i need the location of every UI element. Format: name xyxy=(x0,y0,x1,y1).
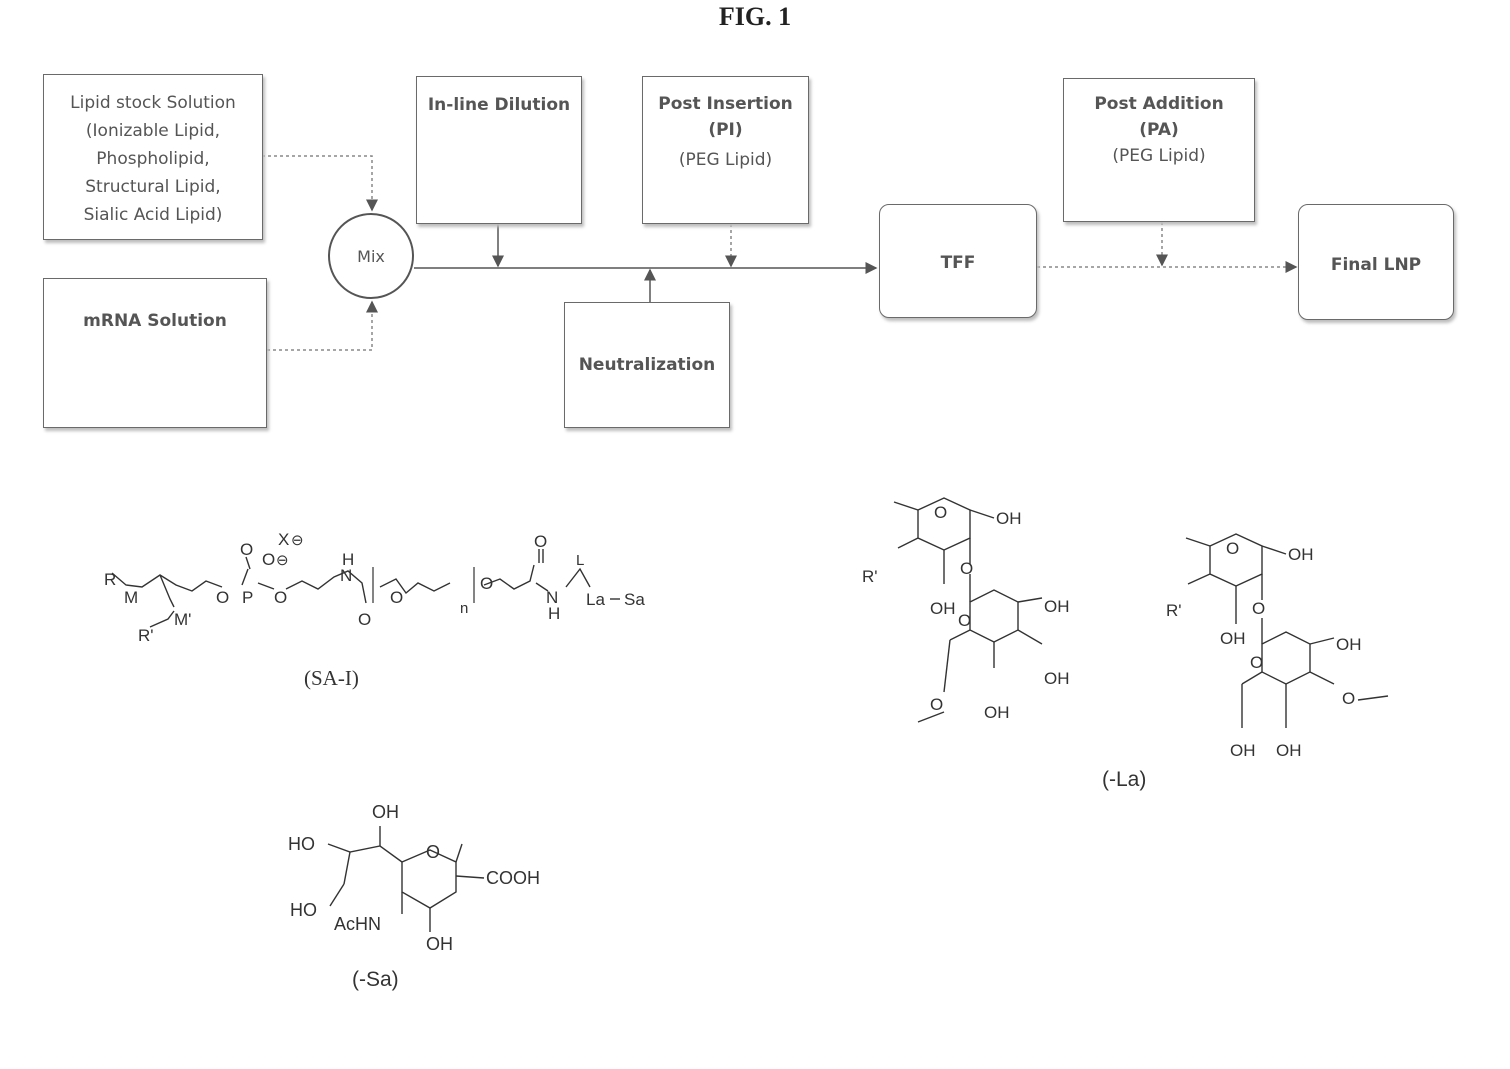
final-lnp-box: Final LNP xyxy=(1298,204,1454,320)
la-atom-oh: OH xyxy=(984,703,1010,722)
mix-label: Mix xyxy=(357,247,385,266)
tff-label: TFF xyxy=(880,249,1036,277)
sa1-atom-o: O xyxy=(480,574,493,593)
final-lnp-label: Final LNP xyxy=(1299,251,1453,279)
inline-dilution-box: In-line Dilution xyxy=(416,76,582,224)
la-atom-o: O xyxy=(960,559,973,578)
sa1-atom-o: O xyxy=(216,588,229,607)
la-atom-oh: OH xyxy=(1044,669,1070,688)
mrna-solution-label: mRNA Solution xyxy=(44,307,266,335)
sa-caption: (-Sa) xyxy=(352,968,399,992)
la-atom-oh: OH xyxy=(1044,597,1070,616)
sa1-structure: R M M' R' O P O O ⊖ X ⊖ O H N O O n O O … xyxy=(90,525,670,645)
post-addition-line: (PEG Lipid) xyxy=(1064,143,1254,169)
la-atom-o: O xyxy=(930,695,943,714)
sa1-atom-r: R xyxy=(104,570,116,589)
lipid-stock-line: Lipid stock Solution xyxy=(44,89,262,117)
sa-structure: OH HO O COOH HO AcHN OH xyxy=(280,796,580,966)
sa1-atom-o: O xyxy=(534,532,547,551)
post-insertion-line: Post Insertion xyxy=(643,91,808,117)
la-atom-o: O xyxy=(1250,653,1263,672)
la-caption: (-La) xyxy=(1102,768,1146,792)
post-insertion-line: (PEG Lipid) xyxy=(643,147,808,173)
post-addition-line: (PA) xyxy=(1064,117,1254,143)
la-atom-r-prime: R' xyxy=(862,567,878,586)
sa-atom-ho: HO xyxy=(290,900,317,920)
sa1-atom-sa: Sa xyxy=(624,590,645,609)
post-insertion-line: (PI) xyxy=(643,117,808,143)
neutralization-label: Neutralization xyxy=(565,351,729,379)
sa1-charge-minus: ⊖ xyxy=(291,532,304,549)
sa-atom-achn: AcHN xyxy=(334,914,381,934)
sa1-atom-n: N xyxy=(340,566,352,585)
la-atom-oh: OH xyxy=(930,599,956,618)
sa1-caption: (SA-I) xyxy=(304,666,359,691)
lipid-stock-line: Phospholipid, xyxy=(44,145,262,173)
la-atom-oh: OH xyxy=(1288,545,1314,564)
la-atom-o: O xyxy=(1342,689,1355,708)
sa1-atom-x: X xyxy=(278,530,289,549)
la-structure: O OH R' O OH O OH OH OH O O OH R' O OH O… xyxy=(858,478,1438,768)
sa1-atom-o: O xyxy=(390,588,403,607)
sa1-atom-la: La xyxy=(586,590,605,609)
sa1-atom-l: L xyxy=(576,552,584,569)
la-atom-o: O xyxy=(1252,599,1265,618)
sa1-atom-p: P xyxy=(242,588,253,607)
sa1-index-n: n xyxy=(460,600,468,617)
lipid-stock-line: Sialic Acid Lipid) xyxy=(44,201,262,229)
lipid-to-mix-line xyxy=(262,156,372,210)
sa-atom-oh: OH xyxy=(372,802,399,822)
sa1-charge-minus: ⊖ xyxy=(276,552,289,569)
sa1-atom-o: O xyxy=(262,550,275,569)
sa1-atom-m: M xyxy=(124,588,138,607)
sa1-atom-h: H xyxy=(548,604,560,623)
lipid-stock-line: Structural Lipid, xyxy=(44,173,262,201)
la-atom-o: O xyxy=(1226,539,1239,558)
lipid-stock-box: Lipid stock Solution (Ionizable Lipid, P… xyxy=(43,74,263,240)
mrna-to-mix-line xyxy=(267,302,372,350)
la-atom-r-prime: R' xyxy=(1166,601,1182,620)
inline-dilution-label: In-line Dilution xyxy=(417,91,581,119)
sa-atom-oh: OH xyxy=(426,934,453,954)
mrna-solution-box: mRNA Solution xyxy=(43,278,267,428)
sa1-atom-m-prime: M' xyxy=(174,610,191,629)
sa-atom-ho: HO xyxy=(288,834,315,854)
post-insertion-box: Post Insertion (PI) (PEG Lipid) xyxy=(642,76,809,224)
sa-atom-o: O xyxy=(426,842,440,862)
la-atom-oh: OH xyxy=(1230,741,1256,760)
la-atom-oh: OH xyxy=(1336,635,1362,654)
sa1-atom-r-prime: R' xyxy=(138,626,154,645)
post-addition-line: Post Addition xyxy=(1064,91,1254,117)
mix-node: Mix xyxy=(328,213,414,299)
post-addition-box: Post Addition (PA) (PEG Lipid) xyxy=(1063,78,1255,222)
lipid-stock-line: (Ionizable Lipid, xyxy=(44,117,262,145)
sa1-atom-o: O xyxy=(240,540,253,559)
sa1-atom-o: O xyxy=(358,610,371,629)
tff-box: TFF xyxy=(879,204,1037,318)
sa1-atom-o: O xyxy=(274,588,287,607)
sa-atom-cooh: COOH xyxy=(486,868,540,888)
la-atom-oh: OH xyxy=(1220,629,1246,648)
la-atom-oh: OH xyxy=(996,509,1022,528)
neutralization-box: Neutralization xyxy=(564,302,730,428)
la-atom-o: O xyxy=(934,503,947,522)
la-atom-o: O xyxy=(958,611,971,630)
la-atom-oh: OH xyxy=(1276,741,1302,760)
